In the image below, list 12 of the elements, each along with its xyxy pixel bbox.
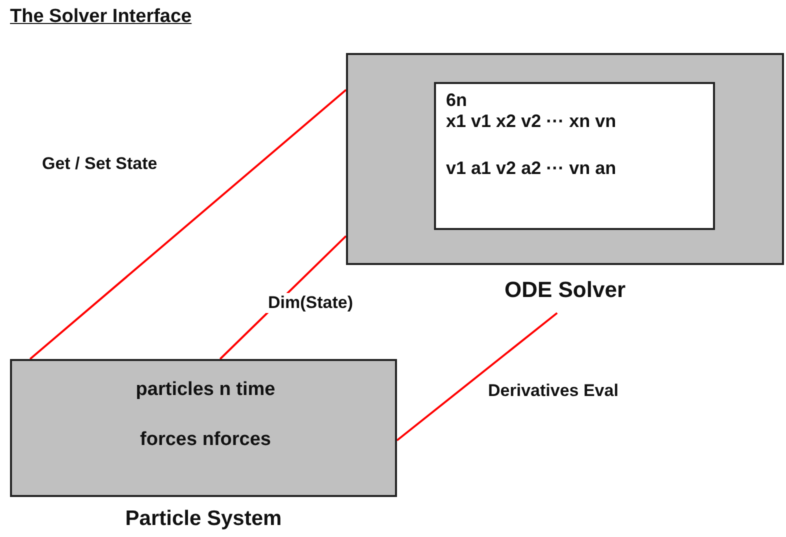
panel-text: v1 a1 v2 a2 ··· vn an [446,158,618,179]
connector-line [29,89,347,360]
panel-text: x1 v1 x2 v2 ··· xn vn [446,111,618,132]
edge-label: Dim(State) [266,293,356,313]
panel-text: 6n [446,90,468,111]
box-text: particles n time [134,379,276,401]
box-text: forces nforces [139,429,272,451]
box-heading: ODE Solver [503,277,627,303]
state-panel [434,82,715,230]
box-heading: Particle System [124,507,283,531]
diagram-title: The Solver Interface [10,6,192,28]
connector-line [396,312,558,442]
